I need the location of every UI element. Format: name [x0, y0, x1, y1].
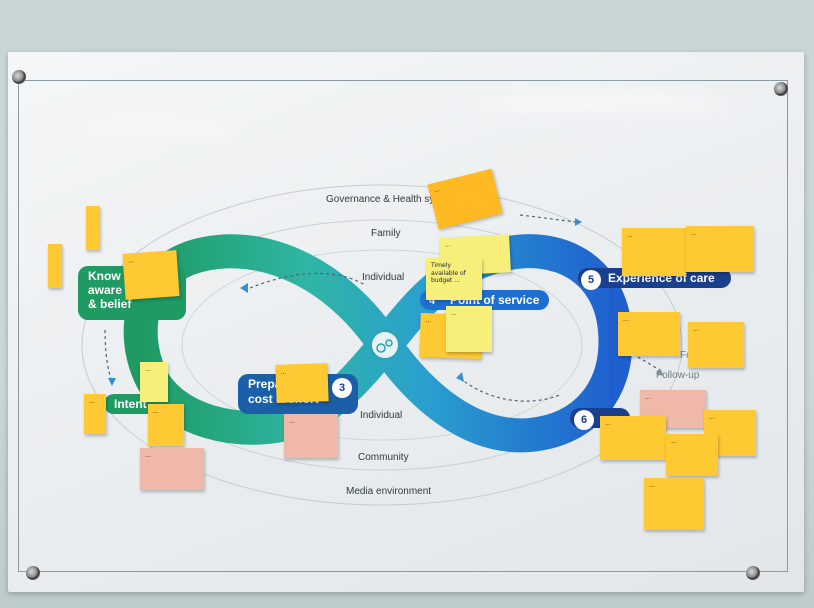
arrowhead-lower-right: [456, 372, 464, 382]
sticky-note: ...: [284, 414, 338, 458]
arrowhead-top-right: [575, 218, 582, 226]
grommet-bottom-right: [746, 566, 760, 580]
sticky-note: ...: [446, 306, 492, 352]
center-figure-b-icon: [385, 339, 393, 347]
center-emblem-icon: [370, 330, 400, 360]
sticky-note: ...: [140, 362, 168, 402]
grommet-bottom-left: [26, 566, 40, 580]
sticky-note: ...: [644, 478, 704, 530]
governance-ring: [81, 184, 683, 506]
layer-label-family: Family: [371, 228, 401, 239]
follow-up-partial-label: Fo: [680, 350, 692, 361]
grommet-top-right: [774, 82, 788, 96]
layer-label-governance: Governance & Health sys: [326, 194, 440, 205]
grommet-top-left: [12, 70, 26, 84]
sticky-note: ...: [600, 416, 666, 460]
follow-up-label: Follow-up: [656, 370, 700, 381]
arrow-left: [104, 329, 113, 383]
arrow-top-right: [519, 214, 576, 223]
sticky-note: ...: [622, 228, 686, 276]
sticky-note: ...: [140, 448, 204, 490]
stage-preparation-line1: Prepa: [248, 377, 282, 391]
sticky-note: ...: [275, 363, 329, 403]
arrowhead-follow-up: [656, 368, 664, 376]
layer-label-media: Media environment: [346, 486, 432, 497]
sticky-note: Timely available of budget ...: [426, 258, 482, 300]
sticky-note: ...: [84, 394, 106, 434]
stage-knowledge-line3: & belief: [88, 297, 132, 311]
layer-label-community: Community: [358, 452, 409, 463]
layer-label-individual-top: Individual: [362, 272, 405, 283]
arrowhead-left: [108, 378, 116, 386]
center-figure-a-icon: [376, 343, 386, 353]
sticky-note: ...: [618, 312, 680, 356]
layer-label-individual-bottom: Individual: [360, 410, 403, 421]
stage-3-number: 3: [332, 378, 352, 398]
stage-6-number: 6: [574, 410, 594, 430]
stage-4-number: 4: [428, 295, 436, 307]
arrow-lower-right: [459, 377, 561, 402]
stage-knowledge-line1: Know: [88, 269, 121, 283]
arrow-top-left: [249, 272, 366, 289]
arrow-follow-up: [627, 349, 661, 373]
sticky-note: [48, 244, 62, 288]
sticky-note: ...: [686, 226, 754, 272]
individual-ring: [181, 249, 583, 441]
sticky-note: ...: [148, 404, 184, 446]
sticky-note: [86, 206, 100, 250]
arrowhead-top-left: [240, 283, 248, 293]
stage-5-number: 5: [581, 270, 601, 290]
sticky-note: ...: [666, 434, 718, 476]
poster-border: [18, 80, 788, 572]
stage-knowledge-line2: aware: [88, 283, 123, 297]
sticky-note: ...: [122, 250, 180, 300]
sticky-note: ...: [688, 322, 744, 368]
